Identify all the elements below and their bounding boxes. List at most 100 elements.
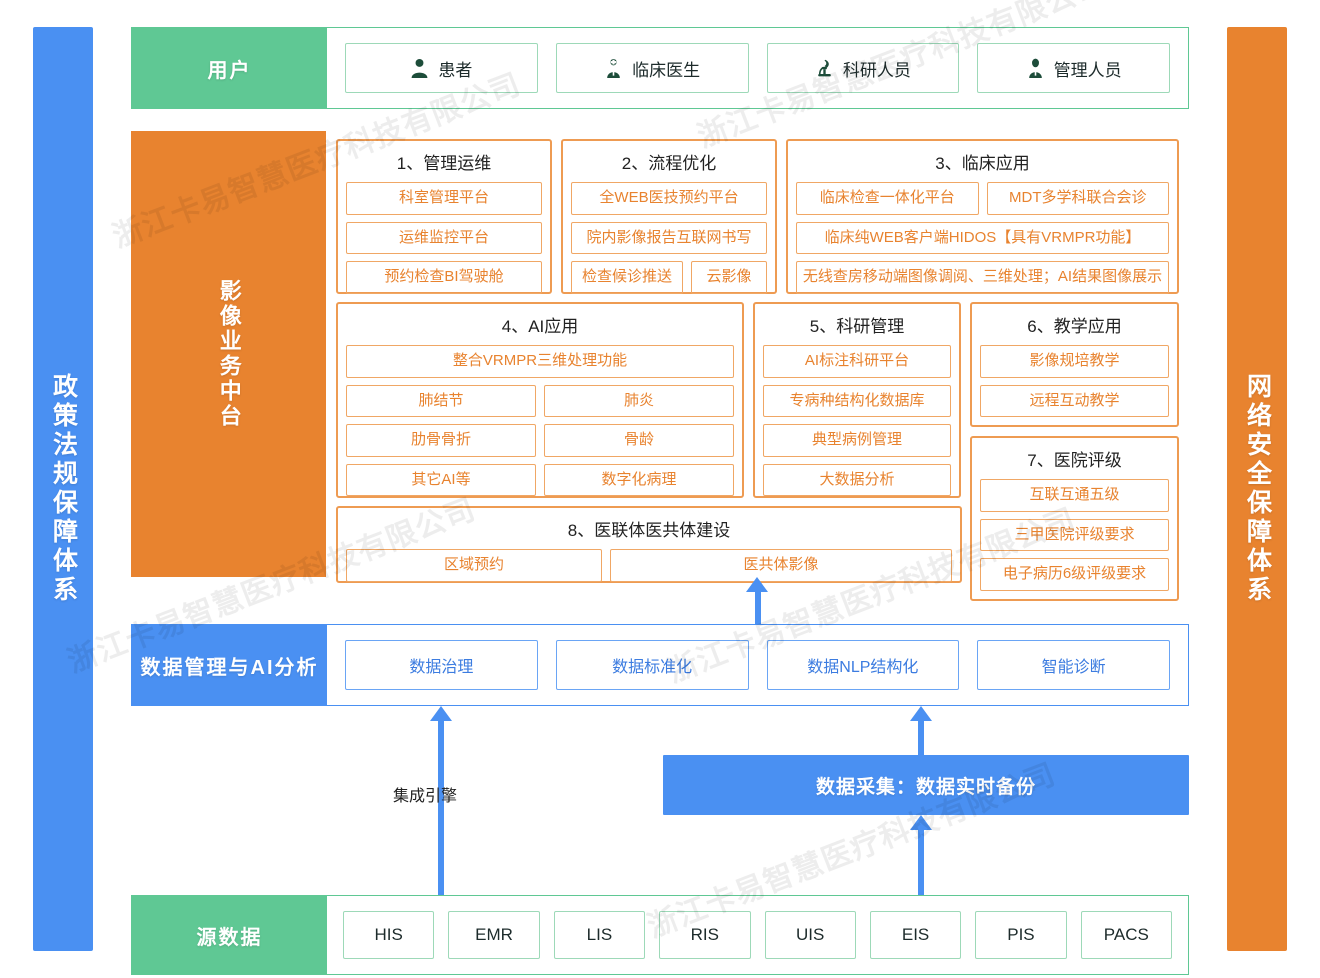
module-box[interactable]: 临床检查一体化平台 bbox=[796, 182, 979, 215]
imaging-platform-band: 影像业务中台 1、管理运维 科室管理平台 运维监控平台 预约检查BI驾驶舱 2、… bbox=[131, 131, 1189, 601]
user-card-administrator[interactable]: 管理人员 bbox=[977, 43, 1170, 93]
module-box[interactable]: 典型病例管理 bbox=[763, 424, 951, 457]
data-management-body: 数据治理 数据标准化 数据NLP结构化 智能诊断 bbox=[327, 625, 1188, 705]
collection-arrow-shaft-bottom bbox=[918, 829, 924, 895]
group-clinical-application: 3、临床应用 临床检查一体化平台 MDT多学科联合会诊 临床纯WEB客户端HID… bbox=[786, 139, 1179, 294]
data-card-governance[interactable]: 数据治理 bbox=[345, 640, 538, 690]
middle-row-bottom: 8、医联体医共体建设 区域预约 医共体影像 bbox=[336, 506, 1179, 583]
data-card-diagnosis[interactable]: 智能诊断 bbox=[977, 640, 1170, 690]
module-box[interactable]: 三甲医院评级要求 bbox=[980, 518, 1169, 551]
module-box[interactable]: 临床纯WEB客户端HIDOS【具有VRMPR功能】 bbox=[796, 221, 1169, 254]
module-box[interactable]: 其它AI等 bbox=[346, 463, 536, 496]
module-box[interactable]: 检查候诊推送 bbox=[571, 261, 684, 294]
policy-regulation-pillar-label: 政策法规保障体系 bbox=[49, 373, 78, 605]
connector-zone: 集成引擎 数据采集：数据实时备份 bbox=[131, 706, 1189, 895]
source-card-eis[interactable]: EIS bbox=[869, 911, 962, 959]
module-box[interactable]: 区域预约 bbox=[346, 549, 602, 582]
network-security-pillar: 网络安全保障体系 bbox=[1227, 27, 1287, 951]
integration-arrow-shaft bbox=[438, 720, 444, 895]
module-box[interactable]: 肺结节 bbox=[346, 384, 536, 417]
module-box[interactable]: 全WEB医技预约平台 bbox=[571, 182, 767, 215]
source-data-label: 源数据 bbox=[132, 896, 327, 974]
network-security-pillar-label: 网络安全保障体系 bbox=[1243, 373, 1272, 605]
group-title: 4、AI应用 bbox=[501, 317, 579, 336]
source-card-lis[interactable]: LIS bbox=[553, 911, 646, 959]
group-medical-consortium: 8、医联体医共体建设 区域预约 医共体影像 bbox=[336, 506, 962, 583]
module-box[interactable]: 运维监控平台 bbox=[346, 221, 542, 254]
researcher-microscope-icon bbox=[818, 59, 831, 76]
policy-regulation-pillar: 政策法规保障体系 bbox=[33, 27, 93, 951]
module-box[interactable]: 院内影像报告互联网书写 bbox=[571, 221, 767, 254]
group-title: 1、管理运维 bbox=[396, 154, 492, 173]
group-title: 5、科研管理 bbox=[809, 317, 905, 336]
administrator-icon bbox=[1028, 58, 1042, 78]
module-box[interactable]: 整合VRMPR三维处理功能 bbox=[346, 345, 734, 378]
module-box[interactable]: 医共体影像 bbox=[609, 549, 952, 582]
group-stack-teaching-rating: 6、教学应用 影像规培教学 远程互动教学 7、医院评级 互联互通五级 三甲医院评… bbox=[970, 302, 1179, 601]
data-management-label: 数据管理与AI分析 bbox=[132, 625, 327, 705]
module-box[interactable]: 肺炎 bbox=[544, 384, 734, 417]
patient-icon bbox=[411, 58, 428, 78]
source-card-ris[interactable]: RIS bbox=[659, 911, 751, 959]
user-band: 用户 患者 临床医 bbox=[131, 27, 1189, 109]
module-box[interactable]: 互联互通五级 bbox=[980, 479, 1169, 512]
user-band-body: 患者 临床医生 bbox=[327, 28, 1188, 108]
module-box[interactable]: 专病种结构化数据库 bbox=[763, 384, 951, 417]
group-title: 7、医院评级 bbox=[1027, 451, 1122, 470]
group-title: 3、临床应用 bbox=[935, 154, 1030, 173]
module-box[interactable]: 影像规培教学 bbox=[980, 345, 1169, 378]
group-title: 2、流程优化 bbox=[621, 154, 717, 173]
center-column: 用户 患者 临床医 bbox=[131, 27, 1189, 975]
module-box[interactable]: 云影像 bbox=[691, 261, 767, 294]
module-box[interactable]: 无线查房移动端图像调阅、三维处理；AI结果图像展示 bbox=[796, 261, 1169, 294]
group-title: 6、教学应用 bbox=[1027, 317, 1122, 336]
group-teaching-application: 6、教学应用 影像规培教学 远程互动教学 bbox=[970, 302, 1179, 427]
module-box[interactable]: 数字化病理 bbox=[544, 463, 734, 496]
user-band-label: 用户 bbox=[132, 28, 327, 108]
collection-arrow-shaft-top bbox=[918, 720, 924, 755]
user-card-clinician[interactable]: 临床医生 bbox=[555, 43, 749, 93]
module-box[interactable]: 大数据分析 bbox=[763, 463, 951, 496]
module-box[interactable]: AI标注科研平台 bbox=[763, 345, 951, 378]
user-card-label: 临床医生 bbox=[632, 60, 701, 80]
middle-row-mid: 4、AI应用 整合VRMPR三维处理功能 肺结节 肺炎 肋骨骨折 骨龄 其它AI… bbox=[336, 302, 1179, 601]
source-card-emr[interactable]: EMR bbox=[448, 911, 540, 959]
group-ai-application: 4、AI应用 整合VRMPR三维处理功能 肺结节 肺炎 肋骨骨折 骨龄 其它AI… bbox=[336, 302, 744, 498]
imaging-platform-label: 影像业务中台 bbox=[131, 131, 326, 577]
source-data-band: 源数据 HIS EMR LIS RIS UIS EIS PIS PACS bbox=[131, 895, 1189, 975]
collection-arrow-head-top bbox=[910, 706, 932, 721]
imaging-platform-body: 1、管理运维 科室管理平台 运维监控平台 预约检查BI驾驶舱 2、流程优化 全W… bbox=[326, 131, 1189, 601]
integration-engine-label: 集成引擎 bbox=[393, 788, 458, 805]
user-card-label: 管理人员 bbox=[1053, 60, 1122, 80]
module-box[interactable]: 预约检查BI驾驶舱 bbox=[346, 261, 542, 294]
source-data-body: HIS EMR LIS RIS UIS EIS PIS PACS bbox=[327, 896, 1188, 974]
group-hospital-rating: 7、医院评级 互联互通五级 三甲医院评级要求 电子病历6级评级要求 bbox=[970, 436, 1179, 601]
group-research-management: 5、科研管理 AI标注科研平台 专病种结构化数据库 典型病例管理 大数据分析 bbox=[753, 302, 961, 498]
group-title: 8、医联体医共体建设 bbox=[567, 521, 731, 540]
source-card-pis[interactable]: PIS bbox=[975, 911, 1067, 959]
data-collection-bar[interactable]: 数据采集：数据实时备份 bbox=[663, 755, 1189, 815]
source-card-uis[interactable]: UIS bbox=[764, 911, 856, 959]
integration-arrow-head bbox=[430, 706, 452, 721]
group-process-optimization: 2、流程优化 全WEB医技预约平台 院内影像报告互联网书写 检查候诊推送 云影像 bbox=[561, 139, 777, 294]
group-management-ops: 1、管理运维 科室管理平台 运维监控平台 预约检查BI驾驶舱 bbox=[336, 139, 552, 294]
data-card-nlp[interactable]: 数据NLP结构化 bbox=[766, 640, 960, 690]
module-box[interactable]: MDT多学科联合会诊 bbox=[986, 182, 1169, 215]
middle-row-top: 1、管理运维 科室管理平台 运维监控平台 预约检查BI驾驶舱 2、流程优化 全W… bbox=[336, 139, 1179, 294]
module-box[interactable]: 电子病历6级评级要求 bbox=[980, 558, 1169, 591]
user-card-researcher[interactable]: 科研人员 bbox=[766, 43, 960, 93]
data-management-band: 数据管理与AI分析 数据治理 数据标准化 数据NLP结构化 智能诊断 bbox=[131, 624, 1189, 706]
source-card-pacs[interactable]: PACS bbox=[1080, 911, 1172, 959]
arrow-consortium-up bbox=[746, 577, 770, 624]
module-box[interactable]: 骨龄 bbox=[544, 424, 734, 457]
module-box[interactable]: 科室管理平台 bbox=[346, 182, 542, 215]
source-card-his[interactable]: HIS bbox=[343, 911, 435, 959]
collection-arrow-head-bottom bbox=[910, 815, 932, 830]
module-box[interactable]: 肋骨骨折 bbox=[346, 424, 536, 457]
user-card-patient[interactable]: 患者 bbox=[345, 43, 538, 93]
user-card-label: 患者 bbox=[438, 60, 473, 80]
module-box[interactable]: 远程互动教学 bbox=[980, 384, 1169, 417]
user-card-label: 科研人员 bbox=[842, 60, 911, 80]
data-card-standardize[interactable]: 数据标准化 bbox=[555, 640, 749, 690]
